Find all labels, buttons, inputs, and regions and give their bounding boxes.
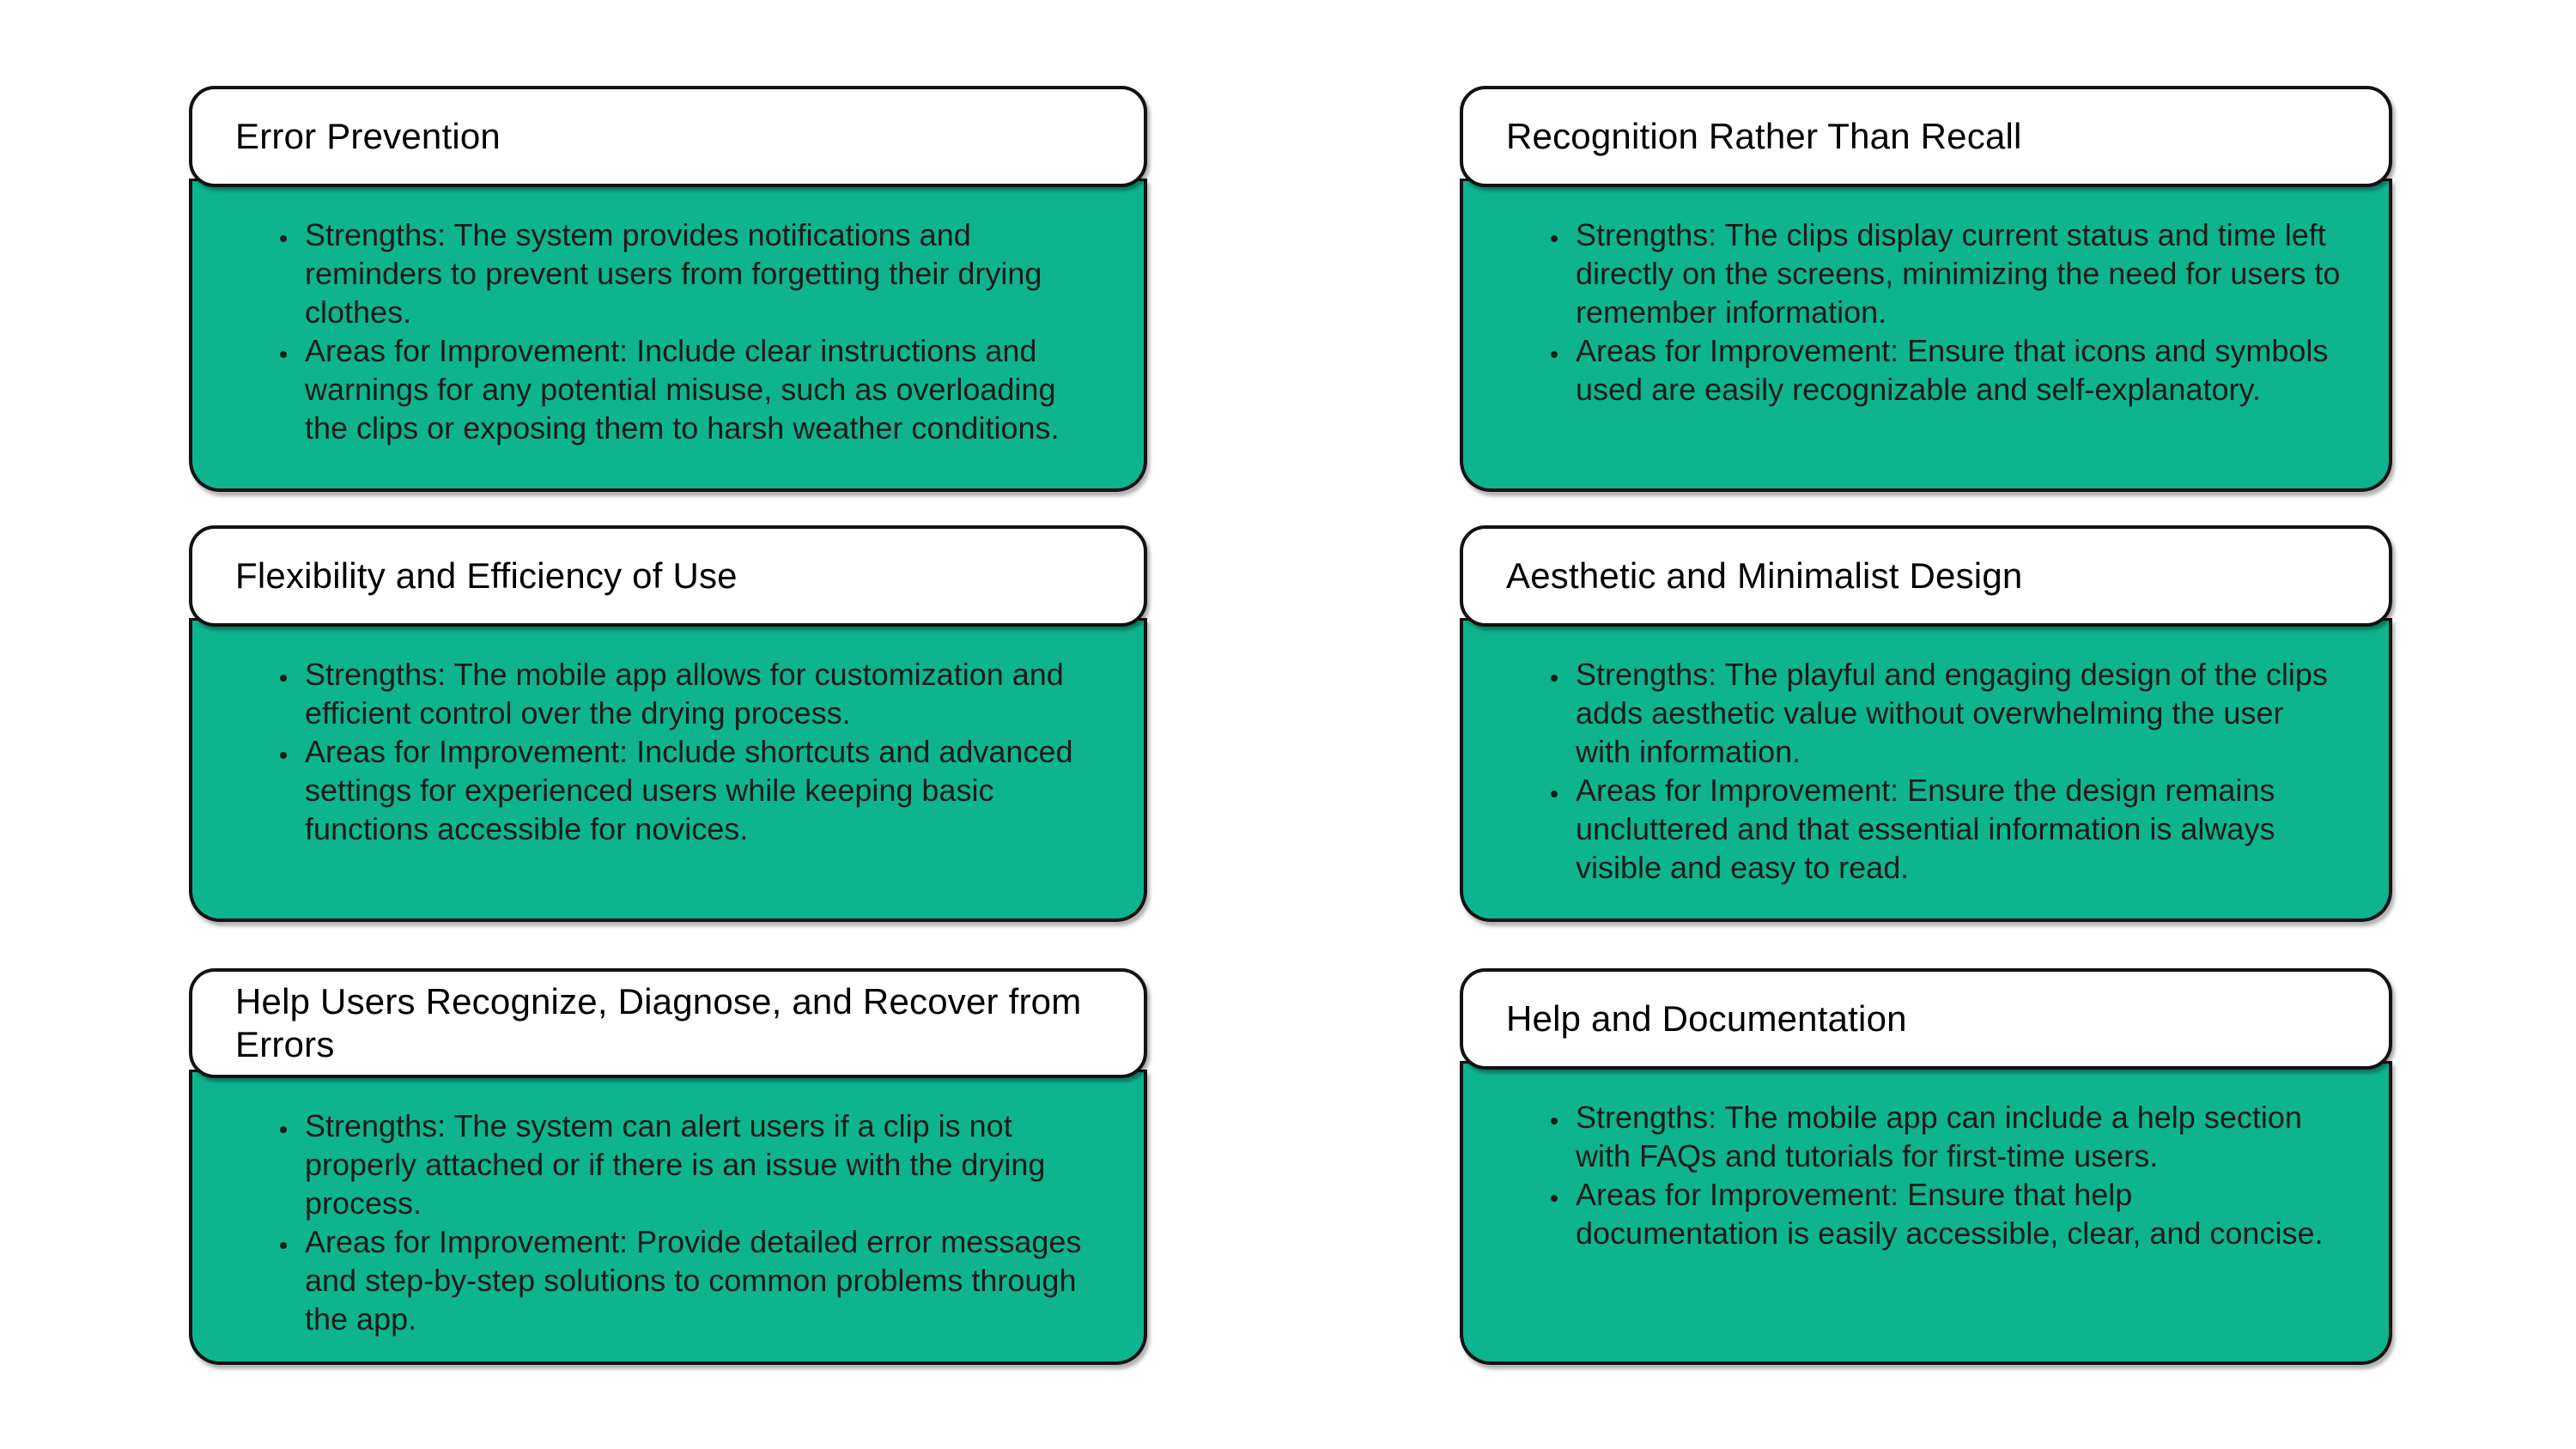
bullet-item-strengths: Strengths: The mobile app allows for cus… — [300, 655, 1097, 732]
card-body: Strengths: The mobile app allows for cus… — [189, 618, 1147, 922]
card-aesthetic-and-minimalist-design: Aesthetic and Minimalist Design Strength… — [1460, 525, 2392, 922]
card-header: Flexibility and Efficiency of Use — [189, 525, 1147, 627]
bullet-item-areas-for-improvement: Areas for Improvement: Provide detailed … — [300, 1222, 1097, 1338]
card-error-prevention: Error Prevention Strengths: The system p… — [189, 86, 1147, 492]
card-title: Help Users Recognize, Diagnose, and Reco… — [235, 981, 1082, 1064]
card-body: Strengths: The clips display current sta… — [1460, 179, 2392, 492]
card-header: Help Users Recognize, Diagnose, and Reco… — [189, 968, 1147, 1078]
card-title: Error Prevention — [235, 116, 501, 156]
card-body: Strengths: The system can alert users if… — [189, 1070, 1147, 1365]
card-header: Error Prevention — [189, 86, 1147, 187]
bullet-item-strengths: Strengths: The playful and engaging desi… — [1571, 655, 2342, 771]
card-header: Help and Documentation — [1460, 968, 2392, 1070]
card-title: Aesthetic and Minimalist Design — [1506, 555, 2023, 596]
card-body: Strengths: The playful and engaging desi… — [1460, 618, 2392, 922]
card-help-and-documentation: Help and Documentation Strengths: The mo… — [1460, 968, 2392, 1365]
bullet-item-areas-for-improvement: Areas for Improvement: Ensure that icons… — [1571, 331, 2342, 409]
bullet-list: Strengths: The mobile app can include a … — [1463, 1064, 2389, 1270]
card-body: Strengths: The system provides notificat… — [189, 179, 1147, 492]
bullet-list: Strengths: The system provides notificat… — [192, 181, 1144, 464]
bullet-item-areas-for-improvement: Areas for Improvement: Ensure the design… — [1571, 771, 2342, 887]
bullet-list: Strengths: The clips display current sta… — [1463, 181, 2389, 426]
bullet-list: Strengths: The mobile app allows for cus… — [192, 621, 1144, 865]
bullet-item-areas-for-improvement: Areas for Improvement: Include clear ins… — [300, 331, 1097, 447]
card-title: Flexibility and Efficiency of Use — [235, 555, 738, 596]
bullet-list: Strengths: The system can alert users if… — [192, 1072, 1144, 1355]
bullet-item-areas-for-improvement: Areas for Improvement: Ensure that help … — [1571, 1175, 2342, 1252]
bullet-list: Strengths: The playful and engaging desi… — [1463, 621, 2389, 904]
card-help-users-recognize-diagnose-recover-from-errors: Help Users Recognize, Diagnose, and Reco… — [189, 968, 1147, 1365]
bullet-item-strengths: Strengths: The clips display current sta… — [1571, 215, 2342, 331]
bullet-item-strengths: Strengths: The system provides notificat… — [300, 215, 1097, 331]
bullet-item-areas-for-improvement: Areas for Improvement: Include shortcuts… — [300, 732, 1097, 848]
card-title: Recognition Rather Than Recall — [1506, 116, 2022, 156]
bullet-item-strengths: Strengths: The mobile app can include a … — [1571, 1098, 2342, 1175]
bullet-item-strengths: Strengths: The system can alert users if… — [300, 1106, 1097, 1222]
card-flexibility-and-efficiency-of-use: Flexibility and Efficiency of Use Streng… — [189, 525, 1147, 922]
card-recognition-rather-than-recall: Recognition Rather Than Recall Strengths… — [1460, 86, 2392, 492]
card-title: Help and Documentation — [1506, 998, 1907, 1039]
card-header: Aesthetic and Minimalist Design — [1460, 525, 2392, 627]
card-body: Strengths: The mobile app can include a … — [1460, 1061, 2392, 1365]
card-header: Recognition Rather Than Recall — [1460, 86, 2392, 187]
